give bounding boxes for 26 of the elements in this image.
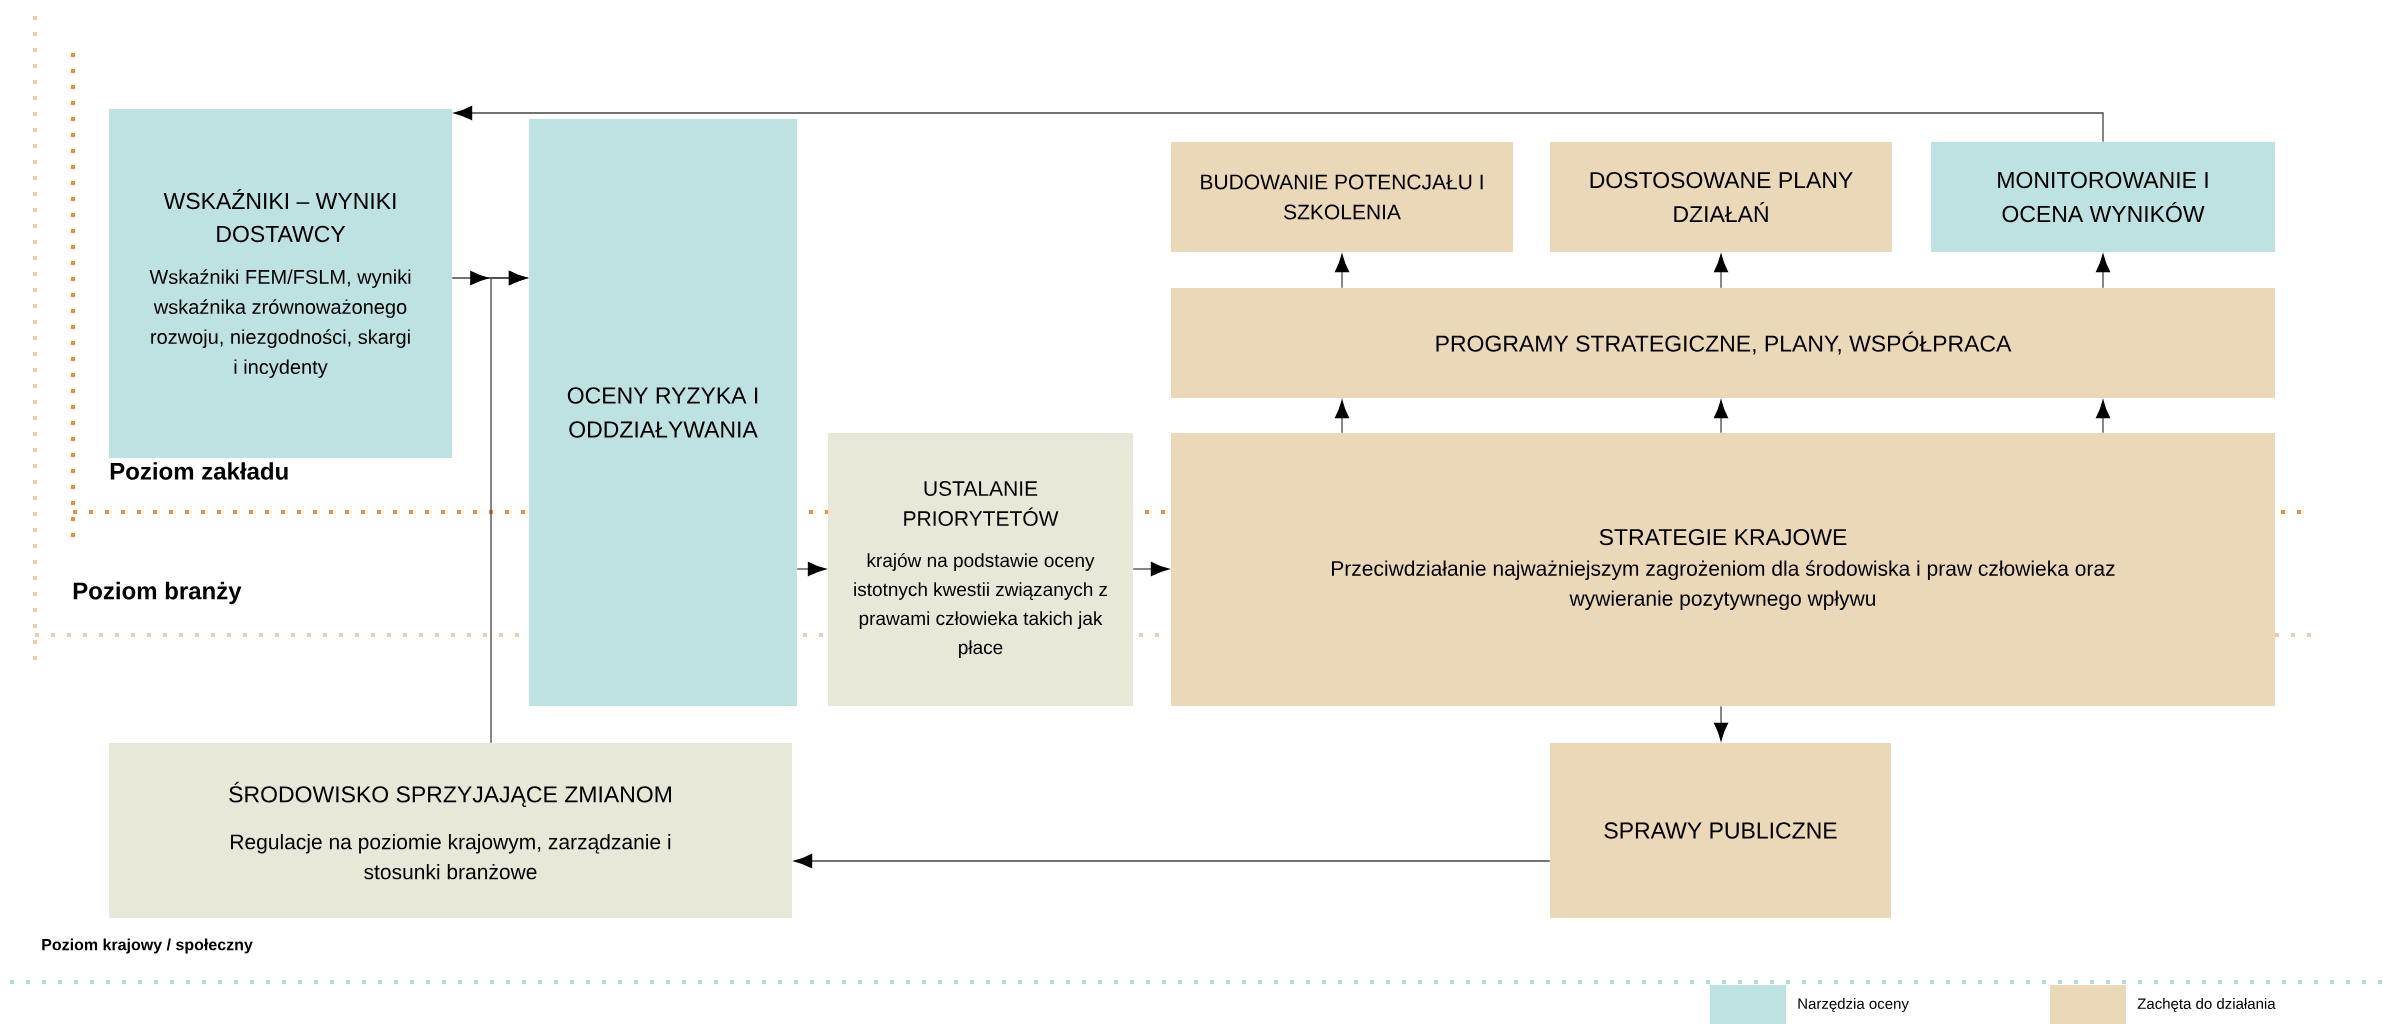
process-box: OCENY RYZYKA I ODDZIAŁYWANIA (529, 119, 797, 706)
arrow (794, 854, 1551, 868)
process-box: MONITOROWANIE I OCENA WYNIKÓW (1931, 142, 2275, 252)
level-label: Poziom krajowy / społeczny (42, 938, 253, 954)
arrow (1335, 254, 1350, 289)
arrow (1335, 400, 1350, 434)
process-box: DOSTOSOWANE PLANY DZIAŁAŃ (1550, 142, 1892, 252)
legend-label: Zachęta do działania (2137, 998, 2276, 1012)
process-box: STRATEGIE KRAJOWE Przeciwdziałanie najważniejszym zagrożeniom dla środowiska i praw człowieka oraz wywieranie pozytywnego wpływu (1171, 433, 2275, 706)
arrow (2096, 400, 2111, 434)
process-box: BUDOWANIE POTENCJAŁU I SZKOLENIA (1171, 142, 1513, 252)
arrow (1714, 705, 1729, 741)
level-label: Poziom branży (73, 581, 242, 605)
arrow (454, 105, 2104, 143)
arrow (1714, 400, 1729, 434)
legend-label: Narzędzia oceny (1798, 998, 1909, 1012)
arrow (796, 562, 826, 576)
arrow (1132, 562, 1169, 576)
process-box: WSKAŹNIKI – WYNIKI DOSTAWCY Wskaźniki FEM/FSLM, wyniki wskaźnika zrównoważonego rozwoju, niezgodności, skargi i incydenty (109, 109, 452, 458)
process-box: ŚRODOWISKO SPRZYJAJĄCE ZMIANOM Regulacje na poziomie krajowym, zarządzanie i stosunki branżowe (109, 743, 792, 918)
arrow (490, 271, 527, 744)
process-box: PROGRAMY STRATEGICZNE, PLANY, WSPÓŁPRACA (1171, 288, 2275, 398)
arrow (1714, 254, 1729, 289)
process-box: USTALANIE PRIORYTETÓW krajów na podstawie oceny istotnych kwestii związanych z prawami człowieka takich jak płace (828, 433, 1133, 706)
process-box: SPRAWY PUBLICZNE (1550, 743, 1891, 918)
arrow (2096, 254, 2111, 289)
